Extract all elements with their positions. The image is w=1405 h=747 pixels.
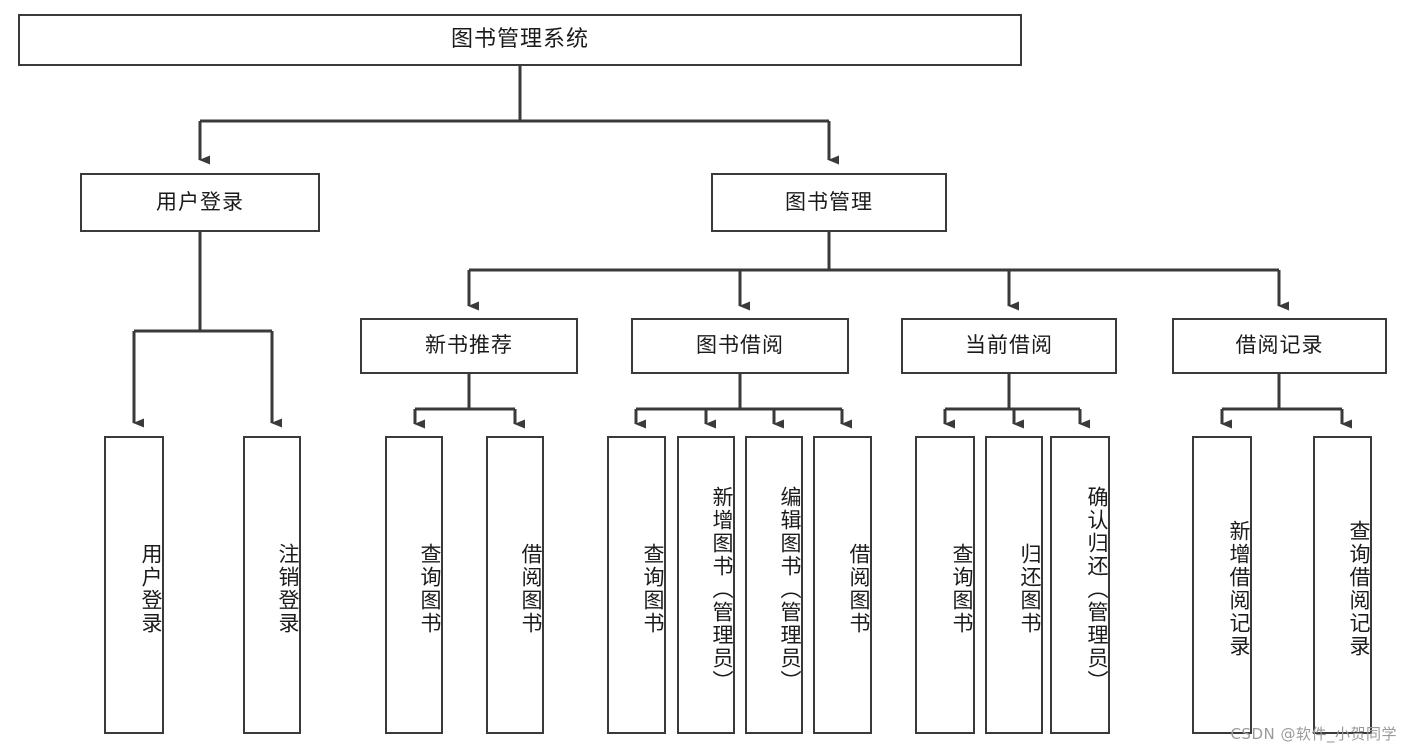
node-root[interactable]: 图书管理系统 xyxy=(18,14,1022,66)
leaf-query-book-borrow-label: 查询图书 xyxy=(641,543,665,635)
leaf-query-book-rec-label: 查询图书 xyxy=(418,543,442,635)
leaf-borrow-book-label: 借阅图书 xyxy=(847,543,871,635)
leaf-query-book-rec[interactable]: 查询图书 xyxy=(385,436,443,734)
node-book-borrow-label: 图书借阅 xyxy=(696,333,784,358)
leaf-query-book-current[interactable]: 查询图书 xyxy=(915,436,975,734)
leaf-confirm-return-admin[interactable]: 确认归还（管理员） xyxy=(1050,436,1110,734)
node-user-login[interactable]: 用户登录 xyxy=(80,173,320,232)
leaf-edit-book-admin-label: 编辑图书（管理员） xyxy=(778,485,802,693)
leaf-confirm-return-admin-label: 确认归还（管理员） xyxy=(1085,485,1109,693)
node-new-book-recommend[interactable]: 新书推荐 xyxy=(360,318,578,374)
leaf-return-book[interactable]: 归还图书 xyxy=(985,436,1043,734)
leaf-user-login[interactable]: 用户登录 xyxy=(104,436,164,734)
leaf-borrow-book[interactable]: 借阅图书 xyxy=(813,436,872,734)
leaf-query-book-current-label: 查询图书 xyxy=(950,543,974,635)
leaf-return-book-label: 归还图书 xyxy=(1018,543,1042,635)
node-book-manage[interactable]: 图书管理 xyxy=(711,173,947,232)
node-borrow-record[interactable]: 借阅记录 xyxy=(1172,318,1387,374)
leaf-borrow-book-rec[interactable]: 借阅图书 xyxy=(486,436,544,734)
node-user-login-label: 用户登录 xyxy=(156,189,244,214)
node-book-borrow[interactable]: 图书借阅 xyxy=(631,318,849,374)
leaf-add-borrow-record-label: 新增借阅记录 xyxy=(1227,520,1251,658)
leaf-query-borrow-record-label: 查询借阅记录 xyxy=(1347,520,1371,658)
leaf-logout[interactable]: 注销登录 xyxy=(243,436,301,734)
leaf-add-borrow-record[interactable]: 新增借阅记录 xyxy=(1192,436,1252,734)
node-borrow-record-label: 借阅记录 xyxy=(1235,333,1324,358)
node-current-borrow-label: 当前借阅 xyxy=(965,333,1053,358)
node-current-borrow[interactable]: 当前借阅 xyxy=(901,318,1117,374)
node-root-label: 图书管理系统 xyxy=(450,26,589,52)
node-new-book-recommend-label: 新书推荐 xyxy=(425,333,513,358)
leaf-query-book-borrow[interactable]: 查询图书 xyxy=(607,436,666,734)
leaf-borrow-book-rec-label: 借阅图书 xyxy=(519,543,543,635)
leaf-query-borrow-record[interactable]: 查询借阅记录 xyxy=(1313,436,1372,734)
node-book-manage-label: 图书管理 xyxy=(785,189,873,214)
leaf-user-login-label: 用户登录 xyxy=(139,543,163,635)
leaf-edit-book-admin[interactable]: 编辑图书（管理员） xyxy=(745,436,803,734)
leaf-add-book-admin-label: 新增图书（管理员） xyxy=(710,485,734,693)
leaf-add-book-admin[interactable]: 新增图书（管理员） xyxy=(677,436,735,734)
leaf-logout-label: 注销登录 xyxy=(276,543,300,635)
